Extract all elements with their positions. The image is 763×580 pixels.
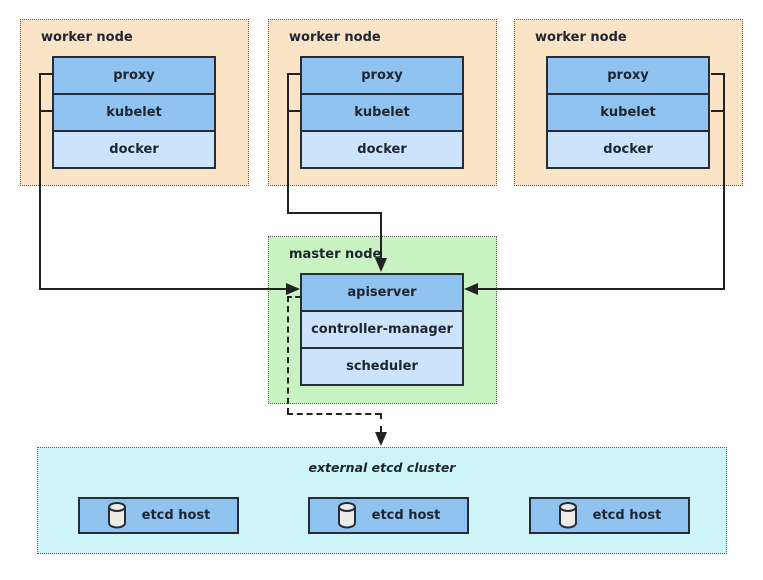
connector-worker3-proxy-branch xyxy=(711,73,725,75)
etcd-host-1: etcd host xyxy=(78,497,239,534)
worker-node-2-label: worker node xyxy=(289,30,381,45)
master-node-components: apiserver controller-manager scheduler xyxy=(300,273,464,386)
proxy-box: proxy xyxy=(302,58,462,95)
worker-node-1: worker node proxy kubelet docker xyxy=(20,19,249,186)
database-icon xyxy=(107,502,126,529)
arrowhead-into-apiserver-left xyxy=(286,283,300,295)
etcd-host-label: etcd host xyxy=(141,508,211,523)
database-icon xyxy=(558,502,577,529)
worker-node-1-label: worker node xyxy=(41,30,133,45)
worker-node-3-label: worker node xyxy=(535,30,627,45)
worker-node-2-components: proxy kubelet docker xyxy=(300,56,464,169)
etcd-host-3: etcd host xyxy=(529,497,690,534)
kubelet-box: kubelet xyxy=(302,95,462,132)
connector-worker1-proxy-branch xyxy=(39,73,53,75)
arrowhead-into-apiserver-right xyxy=(464,283,478,295)
proxy-box: proxy xyxy=(54,58,214,95)
worker-node-3-components: proxy kubelet docker xyxy=(546,56,710,169)
apiserver-box: apiserver xyxy=(302,275,462,312)
external-etcd-cluster-label: external etcd cluster xyxy=(308,460,456,475)
docker-box: docker xyxy=(302,132,462,167)
worker-node-2: worker node proxy kubelet docker xyxy=(268,19,497,186)
connector-worker1-vertical xyxy=(39,73,41,290)
connector-worker2-vertical-upper xyxy=(287,73,289,214)
kubelet-box: kubelet xyxy=(54,95,214,132)
arrowhead-into-apiserver-top xyxy=(375,258,387,272)
docker-box: docker xyxy=(54,132,214,167)
connector-worker2-vertical-lower xyxy=(380,212,382,258)
connector-worker3-horizontal xyxy=(478,288,725,290)
connector-worker1-kubelet-branch xyxy=(39,110,53,112)
connector-worker3-kubelet-branch xyxy=(711,110,725,112)
dashed-connector-horizontal xyxy=(287,413,381,415)
etcd-host-label: etcd host xyxy=(592,508,662,523)
worker-node-3: worker node proxy kubelet docker xyxy=(514,19,743,186)
dashed-connector-vertical-upper xyxy=(287,296,289,414)
scheduler-box: scheduler xyxy=(302,349,462,384)
docker-box: docker xyxy=(548,132,708,167)
connector-worker1-horizontal xyxy=(39,288,286,290)
master-node-label: master node xyxy=(289,247,382,262)
database-icon xyxy=(337,502,356,529)
arrowhead-into-etcd-cluster xyxy=(375,432,387,446)
connector-worker2-horizontal xyxy=(287,212,382,214)
proxy-box: proxy xyxy=(548,58,708,95)
external-etcd-cluster: external etcd cluster etcd host etcd hos… xyxy=(37,447,727,554)
dashed-connector-vertical-lower xyxy=(380,413,382,432)
kubelet-box: kubelet xyxy=(548,95,708,132)
controller-manager-box: controller-manager xyxy=(302,312,462,349)
etcd-host-label: etcd host xyxy=(371,508,441,523)
etcd-host-2: etcd host xyxy=(308,497,469,534)
dashed-connector-apiserver-stub xyxy=(287,296,300,298)
connector-worker2-proxy-branch xyxy=(287,73,300,75)
connector-worker3-vertical xyxy=(723,73,725,290)
worker-node-1-components: proxy kubelet docker xyxy=(52,56,216,169)
connector-worker2-kubelet-branch xyxy=(287,110,300,112)
